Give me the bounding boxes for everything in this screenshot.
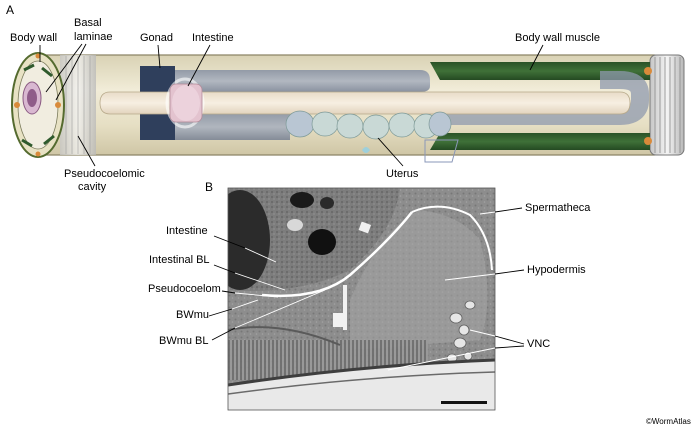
panel-b-label: B xyxy=(205,180,213,194)
label-hypodermis: Hypodermis xyxy=(527,264,586,276)
leader-vnc-2 xyxy=(495,346,524,348)
cross-section-face xyxy=(12,53,64,157)
label-vnc: VNC xyxy=(527,338,550,350)
label-basal-line2: laminae xyxy=(74,31,113,43)
label-gonad: Gonad xyxy=(140,32,173,44)
label-pseudocoelom: Pseudocoelom xyxy=(148,283,221,295)
label-intestine-a: Intestine xyxy=(192,32,234,44)
label-basal-line1: Basal xyxy=(74,17,102,29)
leader-vnc-1 xyxy=(495,336,524,344)
panel-a-label: A xyxy=(6,3,14,17)
label-body-wall-muscle: Body wall muscle xyxy=(515,32,600,44)
panel-a: A xyxy=(6,3,684,193)
leader-spermatheca xyxy=(495,208,522,212)
label-bwmu-bl: BWmu BL xyxy=(159,335,209,347)
label-uterus: Uterus xyxy=(386,168,419,180)
em-micrograph xyxy=(210,188,495,410)
label-bwmu: BWmu xyxy=(176,309,209,321)
label-intestine-b: Intestine xyxy=(166,225,208,237)
label-intestinal-bl: Intestinal BL xyxy=(149,254,210,266)
copyright-text: ©WormAtlas xyxy=(646,417,691,426)
label-pseudo-line1: Pseudocoelomic xyxy=(64,168,145,180)
label-spermatheca: Spermatheca xyxy=(525,202,591,214)
panel-b: B xyxy=(148,180,591,410)
label-pseudo-line2: cavity xyxy=(78,181,107,193)
leader-hypodermis xyxy=(495,270,524,274)
label-body-wall: Body wall xyxy=(10,32,57,44)
